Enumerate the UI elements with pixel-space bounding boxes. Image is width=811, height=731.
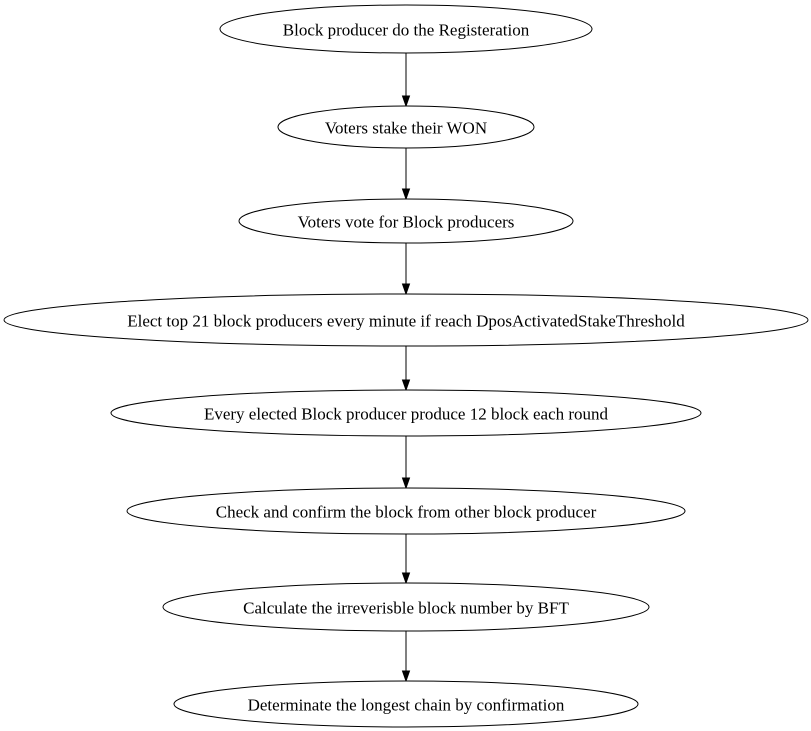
node-ellipse <box>162 582 650 632</box>
edge-3-4 <box>401 346 411 392</box>
node-label: Voters vote for Block producers <box>298 213 515 232</box>
node-ellipse <box>238 198 574 244</box>
edge-2-3 <box>401 243 411 296</box>
node-label: Every elected Block producer produce 12 … <box>204 405 609 424</box>
node-ellipse <box>3 293 809 347</box>
edge-4-5 <box>401 436 411 490</box>
edge-0-1 <box>401 53 411 108</box>
node-label: Block producer do the Registeration <box>283 21 530 40</box>
edge-6-7 <box>401 631 411 683</box>
node-ellipse <box>219 4 593 54</box>
arrowhead-icon <box>401 670 411 683</box>
node-ellipse <box>110 389 702 437</box>
arrowhead-icon <box>401 572 411 585</box>
node-label: Voters stake their WON <box>325 119 487 138</box>
edge-1-2 <box>401 148 411 201</box>
node-ellipse <box>277 105 535 149</box>
node-calculate-bft: Calculate the irreverisble block number … <box>162 582 650 632</box>
edge-5-6 <box>401 534 411 585</box>
node-check-confirm: Check and confirm the block from other b… <box>126 487 686 535</box>
arrowhead-icon <box>401 95 411 108</box>
node-elect-top-21: Elect top 21 block producers every minut… <box>3 293 809 347</box>
arrowhead-icon <box>401 379 411 392</box>
node-produce-blocks: Every elected Block producer produce 12 … <box>110 389 702 437</box>
node-label: Determinate the longest chain by confirm… <box>248 696 565 715</box>
node-label: Check and confirm the block from other b… <box>216 503 597 522</box>
arrowhead-icon <box>401 477 411 490</box>
arrowhead-icon <box>401 188 411 201</box>
node-vote-producers: Voters vote for Block producers <box>238 198 574 244</box>
node-ellipse <box>173 680 639 728</box>
node-stake-won: Voters stake their WON <box>277 105 535 149</box>
node-label: Elect top 21 block producers every minut… <box>127 312 685 331</box>
node-longest-chain: Determinate the longest chain by confirm… <box>173 680 639 728</box>
arrowhead-icon <box>401 283 411 296</box>
node-ellipse <box>126 487 686 535</box>
node-registration: Block producer do the Registeration <box>219 4 593 54</box>
node-label: Calculate the irreverisble block number … <box>243 599 569 618</box>
